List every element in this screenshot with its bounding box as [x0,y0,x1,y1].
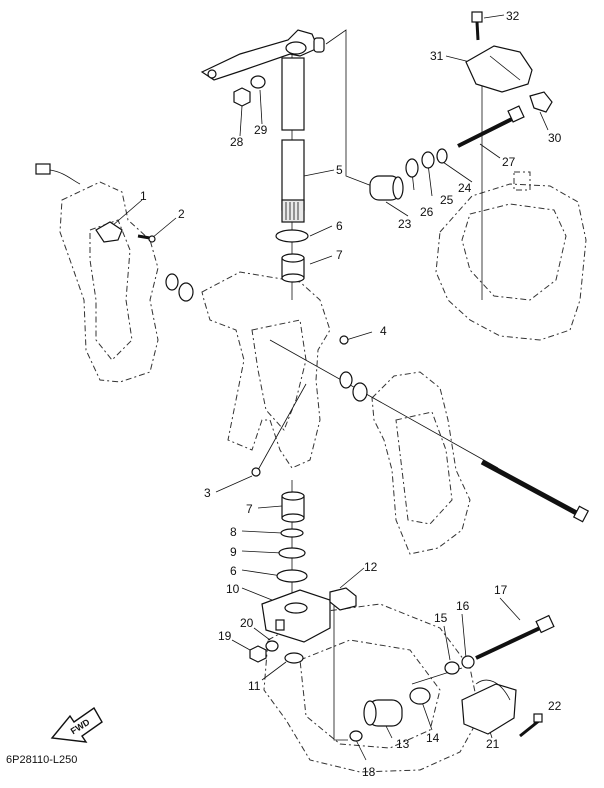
callout-30: 30 [548,131,562,145]
washer-16 [461,655,475,669]
bolt-22 [519,713,543,738]
callout-23: 23 [398,217,412,231]
diagram-code: 6P28110-L250 [6,754,78,766]
mount-rubber-13 [363,699,403,727]
clamp-bracket-left-inner [89,219,133,361]
callout-10: 10 [226,582,240,596]
bolt-17 [475,614,555,660]
washer-9 [278,547,306,559]
callout-9: 9 [230,545,237,559]
washer-11 [284,652,304,664]
clamp-bracket-right [371,371,471,555]
callout-6-upper: 6 [336,219,343,233]
callout-8: 8 [230,525,237,539]
washer-6-lower [276,569,308,583]
callout-19: 19 [218,629,232,643]
callout-2: 2 [178,207,185,221]
washer-26 [405,158,419,178]
callout-4: 4 [380,324,387,338]
callout-32: 32 [506,9,520,23]
callout-7-upper: 7 [336,248,343,262]
callout-7-lower: 7 [246,502,253,516]
harness-1 [35,163,123,243]
tilt-shaft [480,459,590,523]
callout-6-lower: 6 [230,564,237,578]
lower-casing [263,603,481,773]
callout-3: 3 [204,486,211,500]
callout-5: 5 [336,163,343,177]
callout-20: 20 [240,616,254,630]
callout-numbers: 1 2 3 4 5 6 7 7 8 9 6 10 11 12 13 14 15 … [140,9,562,779]
callout-16: 16 [456,599,470,613]
washer-18 [349,730,363,742]
tilt-bushings-left [165,273,368,402]
screw-2 [137,234,156,243]
screw-4 [339,335,349,345]
callout-13: 13 [396,737,410,751]
bolt-27 [457,105,525,148]
callout-1: 1 [140,189,147,203]
nut-28 [233,87,251,107]
steering-arm [200,29,325,81]
clamp-bracket-right-inner [395,411,453,525]
callout-24: 24 [458,181,472,195]
clamp-bracket-left [59,181,159,383]
washer-14 [409,687,431,705]
callout-15: 15 [434,611,448,625]
washer-6-upper [275,229,309,243]
swivel-bracket-inner [251,319,307,431]
callout-21: 21 [486,737,500,751]
callout-22: 22 [548,699,562,713]
washer-24 [436,148,448,164]
mount-rubber-23 [369,175,404,201]
steering-shaft [281,57,305,223]
bushing-7-lower [281,491,305,523]
lower-bracket-21 [461,679,517,735]
callout-17: 17 [494,583,508,597]
bushing-7-upper [281,253,305,283]
upper-casing [435,183,587,341]
washer-29 [250,75,266,89]
callout-25: 25 [440,193,454,207]
callout-31: 31 [430,49,444,63]
callout-27: 27 [502,155,516,169]
callout-26: 26 [420,205,434,219]
swivel-bracket [201,271,331,469]
callout-28: 28 [230,135,244,149]
nut-19 [249,645,267,663]
callout-11: 11 [248,679,261,693]
callout-14: 14 [426,731,440,745]
callout-18: 18 [362,765,376,779]
clip-30 [529,91,553,113]
casing-boss [513,171,531,191]
clip-12 [329,587,357,611]
bolt-32 [471,11,483,41]
fwd-arrow-icon: FWD [50,706,103,743]
o-ring-8 [280,528,304,538]
lower-casing-inner [299,639,441,749]
cover-31 [465,45,533,93]
washer-15 [444,661,460,675]
callout-29: 29 [254,123,268,137]
upper-casing-inner [461,203,567,301]
screw-3 [251,467,261,477]
callout-12: 12 [364,560,378,574]
lower-mount-bracket-10 [261,589,331,643]
washer-20 [265,640,279,652]
washer-25 [421,151,435,169]
